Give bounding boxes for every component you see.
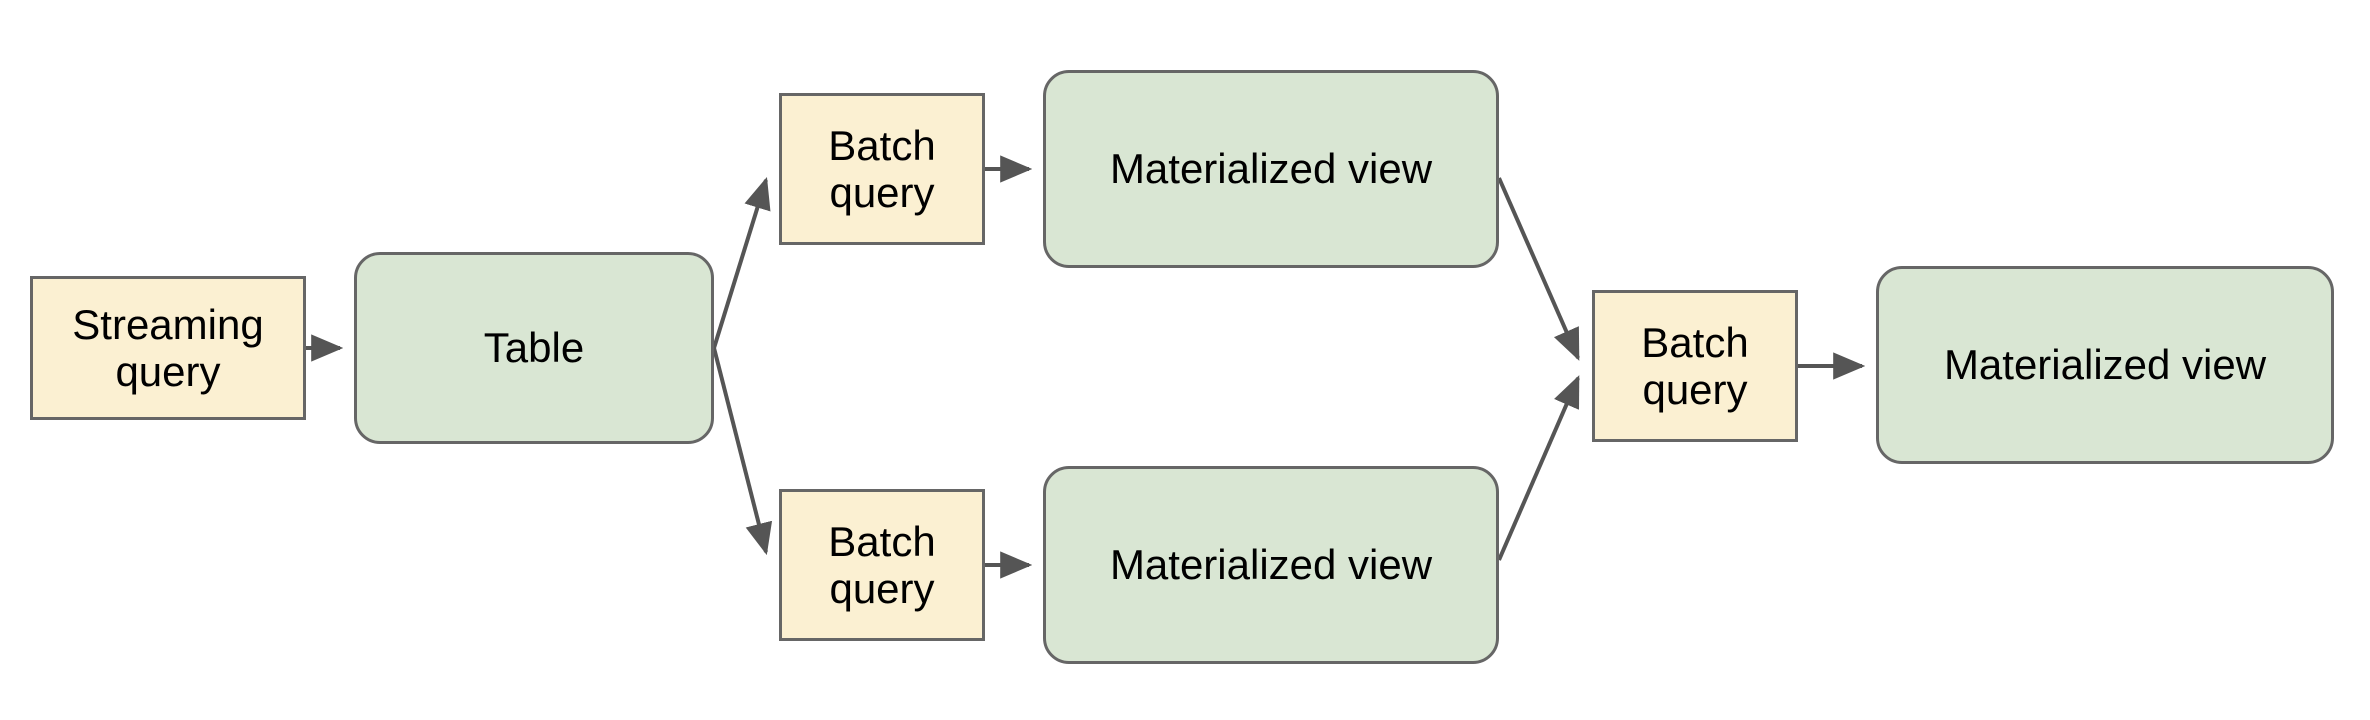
node-label-streaming-query: Streaming query: [72, 300, 264, 395]
edge-materialized-view-bottom-to-batch-query-merge: [1497, 375, 1580, 561]
node-materialized-view-final[interactable]: Materialized view: [1876, 266, 2334, 464]
node-batch-query-top[interactable]: Batch query: [779, 93, 985, 245]
node-batch-query-merge[interactable]: Batch query: [1592, 290, 1798, 442]
node-streaming-query[interactable]: Streaming query: [30, 276, 306, 420]
node-label-materialized-view-top: Materialized view: [1109, 145, 1433, 193]
node-label-batch-query-bottom: Batch query: [828, 517, 936, 612]
node-materialized-view-bottom[interactable]: Materialized view: [1043, 466, 1499, 664]
node-table[interactable]: Table: [354, 252, 714, 444]
edge-table-to-batch-query-top: [712, 176, 771, 349]
node-label-materialized-view-final: Materialized view: [1943, 341, 2267, 389]
node-label-materialized-view-bottom: Materialized view: [1109, 541, 1433, 589]
node-label-table: Table: [483, 324, 585, 372]
node-materialized-view-top[interactable]: Materialized view: [1043, 70, 1499, 268]
node-label-batch-query-top: Batch query: [828, 121, 936, 216]
edge-table-to-batch-query-bottom: [712, 347, 773, 556]
edge-materialized-view-top-to-batch-query-merge: [1497, 177, 1580, 361]
node-batch-query-bottom[interactable]: Batch query: [779, 489, 985, 641]
node-label-batch-query-merge: Batch query: [1641, 318, 1749, 413]
